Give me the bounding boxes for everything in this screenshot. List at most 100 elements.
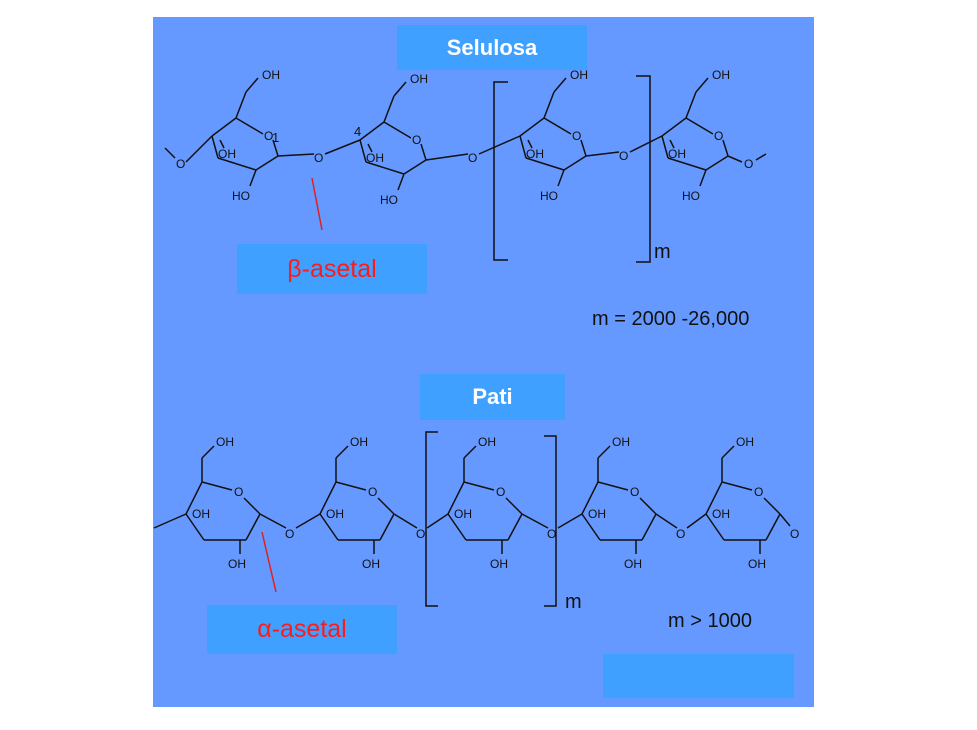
bridge-oxygen-2: O bbox=[619, 149, 628, 163]
starch-bracket-m: m bbox=[565, 591, 582, 613]
ch2-bond bbox=[685, 91, 697, 119]
oh-label-c3-s4: OH bbox=[712, 507, 730, 521]
ring-bond bbox=[661, 117, 687, 137]
glycosidic-bond bbox=[478, 135, 521, 155]
oh-label-c3-s1: OH bbox=[326, 507, 344, 521]
ring-bond bbox=[581, 513, 601, 541]
oh-label-c3-1: OH bbox=[366, 151, 384, 165]
ring-bond bbox=[243, 497, 261, 515]
ch2oh-label-1: OH bbox=[410, 72, 428, 86]
ring-bond bbox=[447, 481, 465, 515]
glycosidic-bond bbox=[185, 135, 213, 163]
ch2oh-label-s0: OH bbox=[216, 435, 234, 449]
ring-bond bbox=[383, 121, 412, 139]
cellulose-chain bbox=[164, 75, 767, 263]
ch2-bond bbox=[245, 77, 259, 93]
ring-oxygen-1: O bbox=[412, 133, 421, 147]
ring-bond bbox=[641, 513, 657, 541]
ring-bond bbox=[403, 159, 427, 175]
ch2-bond bbox=[721, 445, 735, 459]
glycosidic-bond bbox=[655, 513, 678, 529]
oh-label-c2-s0: OH bbox=[228, 557, 246, 571]
ring-bond bbox=[722, 139, 729, 157]
oh-bond bbox=[527, 139, 533, 149]
oh-label-c2-s3: OH bbox=[624, 557, 642, 571]
ring-bond bbox=[379, 513, 395, 541]
ring-bond bbox=[463, 481, 495, 491]
terminal-bond bbox=[164, 147, 176, 159]
ring-bond bbox=[211, 135, 219, 159]
ring-bond bbox=[359, 121, 385, 141]
ring-bond bbox=[377, 497, 395, 515]
oh-label-c3-s3: OH bbox=[588, 507, 606, 521]
bridge-oxygen-s1: O bbox=[416, 527, 425, 541]
ring-bond bbox=[705, 513, 725, 541]
oh-bond bbox=[249, 169, 257, 187]
ring-bond bbox=[255, 155, 279, 171]
ring-bond bbox=[235, 117, 264, 135]
glycosidic-bond bbox=[727, 155, 743, 163]
bridge-oxygen-s0: O bbox=[285, 527, 294, 541]
oh-label-c3-0: OH bbox=[218, 147, 236, 161]
cellulose-repeat-count: m = 2000 -26,000 bbox=[592, 308, 750, 330]
ring-bond bbox=[661, 135, 669, 159]
ring-bond bbox=[580, 139, 587, 157]
cellulose-bracket-m: m bbox=[654, 241, 671, 263]
glycosidic-bond bbox=[521, 513, 549, 529]
glycosidic-bond bbox=[393, 513, 418, 529]
alpha-acetal-label: α-asetal bbox=[207, 605, 397, 654]
ch2-bond bbox=[553, 77, 567, 93]
terminal-oxygen-right: O bbox=[744, 157, 753, 171]
beta-acetal-label: β-asetal bbox=[237, 244, 427, 294]
starch-bracket-left bbox=[425, 431, 438, 607]
bridge-oxygen-0: O bbox=[314, 151, 323, 165]
ring-bond bbox=[581, 481, 599, 515]
ring-bond bbox=[705, 481, 723, 515]
ring-oxygen-2: O bbox=[572, 129, 581, 143]
ch2-bond bbox=[383, 95, 395, 123]
ring-oxygen-s4: O bbox=[754, 485, 763, 499]
oh-label-c2-s4: OH bbox=[748, 557, 766, 571]
ch2oh-label-s1: OH bbox=[350, 435, 368, 449]
ring-bond bbox=[597, 481, 629, 491]
oh-label-c3-s0: OH bbox=[192, 507, 210, 521]
terminal-bond bbox=[153, 513, 187, 529]
bridge-oxygen-s3: O bbox=[676, 527, 685, 541]
ring-bond bbox=[765, 513, 781, 541]
ch2-bond bbox=[235, 91, 247, 119]
bridge-oxygen-s2: O bbox=[547, 527, 556, 541]
ring-bond bbox=[185, 513, 205, 541]
oh-bond bbox=[367, 143, 373, 153]
glycosidic-bond bbox=[425, 153, 469, 161]
ch2-bond bbox=[393, 81, 407, 97]
ring-oxygen-3: O bbox=[714, 129, 723, 143]
terminal-oxygen-left: O bbox=[176, 157, 185, 171]
ring-bond bbox=[319, 513, 339, 541]
ch2-bond bbox=[543, 91, 555, 119]
glycosidic-bond bbox=[426, 513, 449, 529]
alpha-pointer-line bbox=[261, 531, 277, 593]
oh-bond bbox=[219, 139, 225, 149]
ring-oxygen-s3: O bbox=[630, 485, 639, 499]
beta-pointer-line bbox=[311, 177, 323, 231]
oh-bond bbox=[397, 173, 405, 191]
starch-chain bbox=[153, 431, 791, 607]
ring-bond bbox=[667, 157, 707, 171]
ring-bond bbox=[365, 161, 405, 175]
glycosidic-bond bbox=[779, 513, 791, 527]
ch2-bond bbox=[695, 77, 709, 93]
ring-bond bbox=[721, 481, 753, 491]
ch2oh-label-s4: OH bbox=[736, 435, 754, 449]
ring-bond bbox=[211, 117, 237, 137]
oh-label-c2-0: HO bbox=[232, 189, 250, 203]
starch-bracket-right bbox=[544, 435, 557, 607]
ring-bond bbox=[201, 481, 233, 491]
glycosidic-bond bbox=[324, 139, 361, 155]
cellulose-title: Selulosa bbox=[397, 25, 587, 70]
glycosidic-bond bbox=[259, 513, 287, 529]
oh-bond bbox=[669, 139, 675, 149]
oh-label-c2-3: HO bbox=[682, 189, 700, 203]
oh-label-c2-s1: OH bbox=[362, 557, 380, 571]
